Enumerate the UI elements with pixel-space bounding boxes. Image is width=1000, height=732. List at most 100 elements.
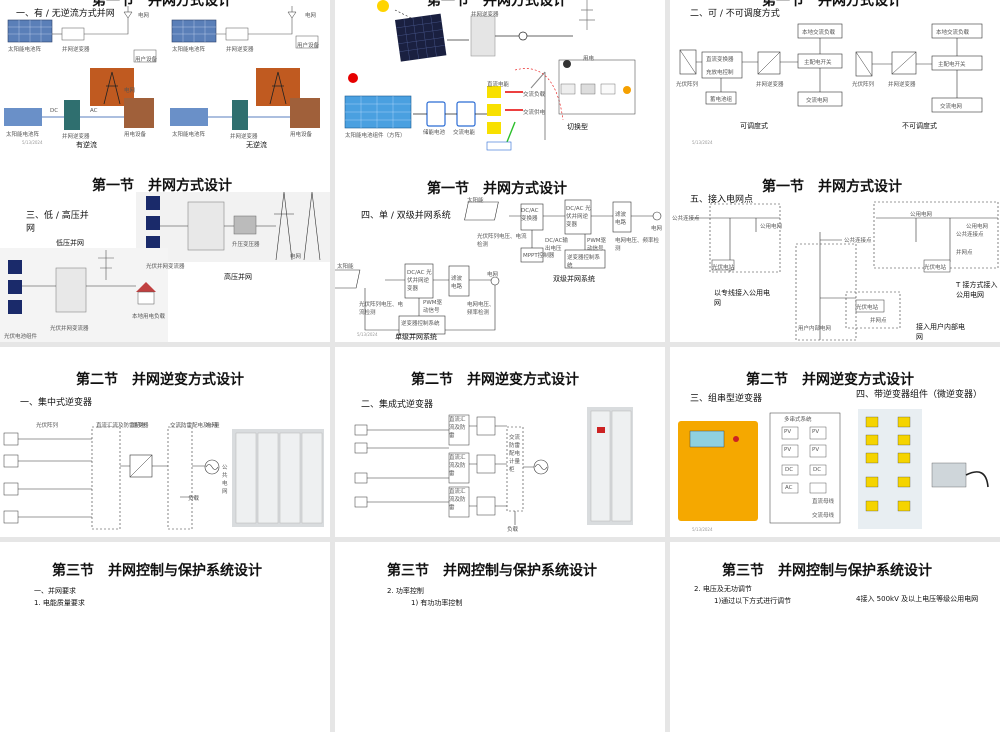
label: 电网 [305,13,317,19]
slide-subtitle: 五、接入电网点 [690,195,754,205]
stage-system-diagram [335,199,662,335]
caption: 以专线接入公用电网 [714,289,770,307]
label: 直流汇流及防雷 [449,489,466,511]
slide-subtitle: 一、有 / 无逆流方式并网 [16,9,115,19]
slide-subtitle: 三、低 / 高压并网 [26,211,89,234]
label: 用户设备 [135,57,158,63]
label: 并网逆变器 [471,12,499,18]
label: 公共电网 [222,465,228,495]
pylon-icon [274,191,321,261]
label: 并网逆变器 [888,82,916,88]
label: 直流汇流及防雷 [449,455,466,477]
label: PV [784,429,792,435]
label: 直流电能 [487,82,510,88]
transformer-icon [233,215,257,235]
label: 太阳能 [337,264,354,270]
slide-title: 第一节 并网方式设计 [92,178,232,194]
label: 滤波电路 [615,212,627,226]
label: 电网 [138,13,150,19]
label: AC [90,108,98,114]
slide-line: 1)通过以下方式进行调节 [714,597,792,605]
label: DC [785,467,794,473]
label: 用户内部电网 [798,326,832,332]
plug-cable-icon [965,471,989,488]
label: 公用电网 [760,224,783,230]
label: 升压变压器 [232,242,260,248]
label: PV [784,447,792,453]
slide-title: 第一节 并网方式设计 [762,179,902,195]
label: 并网逆变器 [756,82,784,88]
label: PWM驱动信号 [587,238,607,252]
label: 交流电能 [453,130,476,136]
slide-thumbnail-10[interactable]: 第三节 并网控制与保护系统设计 一、并网要求 1. 电能质量要求 [0,542,330,732]
solar-panel-icon [395,13,447,62]
label: 交流供电 [523,110,546,116]
label: 交流母线 [812,513,835,519]
label: 光伏阵列电压、电流检测 [359,302,404,316]
building-photo [124,98,154,128]
slide-title: 第二节 并网逆变方式设计 [76,372,244,388]
caption: 双级并网系统 [553,275,595,283]
caption: T 接方式接入公用电网 [956,281,998,299]
label: DC/AC输出电压 [545,238,568,252]
label: 太阳能电池阵 [8,47,42,53]
label: 电网电压、频率检测 [467,302,495,316]
label: 本地交流负载 [936,30,970,36]
slide-thumbnail-6[interactable]: 第一节 并网方式设计 五、接入电网点 公共连接点 公用电网 光伏电站 公共连接点… [670,152,1000,342]
label: 本地用电负载 [132,314,166,320]
label: 负载 [507,527,519,533]
caption: 低压并网 [56,239,84,247]
slide-thumbnail-12[interactable]: 第三节 并网控制与保护系统设计 2. 电压及无功调节 1)通过以下方式进行调节 … [670,542,1000,732]
label: 直流母线 [812,499,835,505]
label: 交流电网 [940,104,963,110]
pylon-icon [579,0,595,30]
label: 太阳能 [467,198,484,204]
label: 用户设备 [297,43,320,49]
grid-connection-diagram [4,6,320,130]
slide-title: 第一节 并网方式设计 [427,181,567,197]
slide-title: 第一节 并网方式设计 [427,0,567,9]
slide-date: 5/13/2024 [357,332,378,337]
label: 用电 [583,56,595,62]
label: 多串式系统 [784,417,812,423]
label: DC [50,108,59,114]
label: 并网逆变器 [62,47,90,53]
label: 太阳能电池组件（方阵） [345,133,406,139]
slide-thumbnail-11[interactable]: 第三节 并网控制与保护系统设计 2. 功率控制 1) 有功功率控制 [335,542,665,732]
caption: 单级并网系统 [395,333,437,341]
label: MPPT控制器 [523,253,555,259]
string-inverter-diagram [678,409,989,529]
solar-panel-icon [171,19,217,43]
slide-thumbnail-7[interactable]: 第二节 并网逆变方式设计 一、集中式逆变器 光伏阵列 直流汇流及防雷配电 逆变器… [0,347,330,537]
solar-array-photo [4,108,42,126]
integrated-inverter-diagram [354,407,633,525]
slide-subtitle: 二、集成式逆变器 [361,400,434,410]
slide-title: 第一节 并网方式设计 [92,0,232,9]
slide-title: 第二节 并网逆变方式设计 [411,372,579,388]
slide-title: 第三节 并网控制与保护系统设计 [387,563,597,579]
slide-thumbnail-5[interactable]: 第一节 并网方式设计 四、单 / 双级并网系统 太阳能 DC/AC变换器 DC/… [335,152,665,342]
label: 交流电网 [806,98,829,104]
label: 滤波电路 [451,276,463,290]
label: 光伏阵列 [676,82,699,88]
label: 太阳能电池阵 [172,132,206,138]
label: 蓄电池组 [710,97,733,103]
label: 公共连接点 [956,232,984,238]
slide-line-2: 4接入 500kV 及以上电压等级公用电网 [856,595,979,603]
slide-thumbnail-9[interactable]: 第二节 并网逆变方式设计 三、组串型逆变器 四、带逆变器组件（微逆变器） 多串式… [670,347,1000,537]
slide-subtitle: 一、并网要求 [34,587,76,595]
label: 公用电网 [966,224,989,230]
label: 公共连接点 [844,238,872,244]
inverter-box [61,27,85,41]
label: 光伏阵列 [36,423,59,429]
label: 光伏阵列电压、电流检测 [477,234,527,248]
label: 并网逆变器 [230,134,258,140]
label: 主配电开关 [938,62,966,68]
slide-subtitle: 2. 电压及无功调节 [694,585,752,593]
label: 太阳能电池阵 [6,132,40,138]
label: 电网 [487,272,499,278]
slide-thumbnail-4[interactable]: 第一节 并网方式设计 三、低 / 高压并网 低压并网 高压并网 光伏并网变流器 … [0,152,330,342]
slide-thumbnail-8[interactable]: 第二节 并网逆变方式设计 二、集成式逆变器 直流汇流及防雷 直流汇流及防雷 直流… [335,347,665,537]
caption: 有逆流 [76,141,97,149]
label: 电网 [651,226,663,232]
